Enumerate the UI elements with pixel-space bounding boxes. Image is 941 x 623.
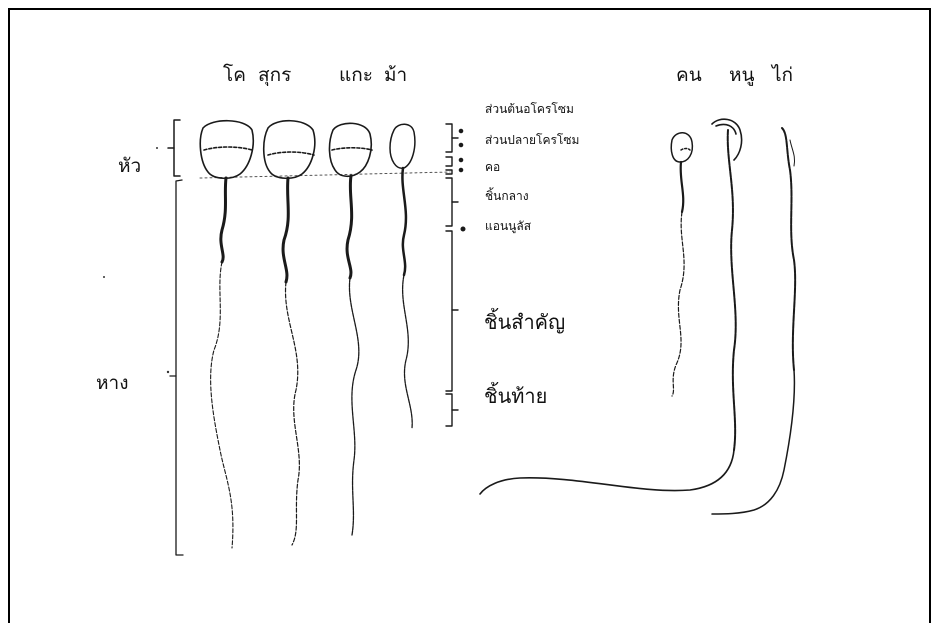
sperm-chicken [712, 128, 795, 514]
sperm-cow [200, 121, 253, 548]
sperm-human [671, 133, 692, 396]
sperm-sheep [329, 123, 372, 535]
tail-bracket [170, 180, 183, 555]
head-bracket [168, 120, 180, 176]
parts-brackets [446, 124, 465, 426]
sperm-mouse [480, 119, 742, 494]
sperm-horse [390, 124, 415, 428]
sperm-pig [264, 121, 315, 545]
stray-marks [103, 147, 169, 373]
